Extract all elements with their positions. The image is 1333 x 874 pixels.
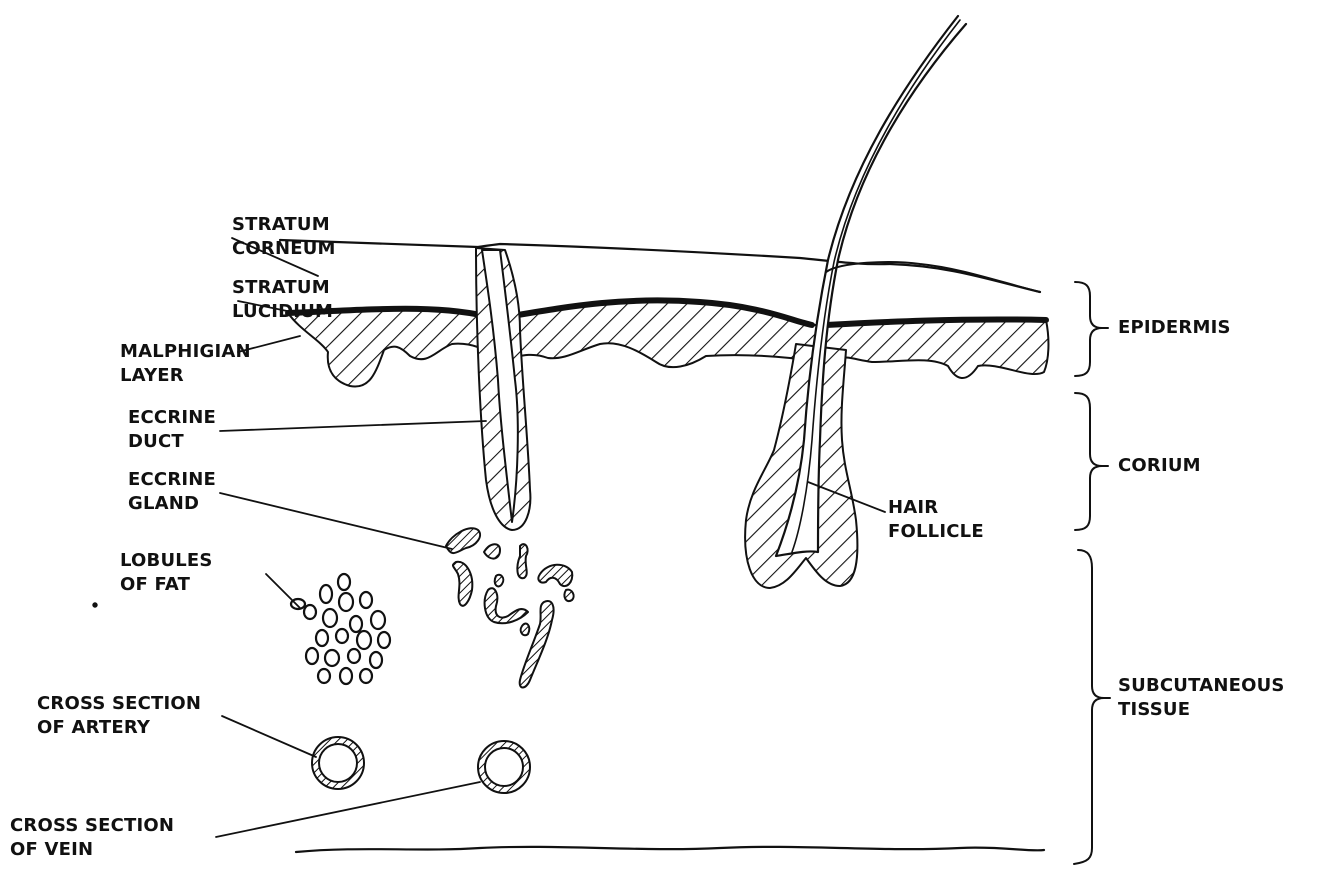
label-corium: CORIUM: [1118, 454, 1201, 478]
label-epidermis: EPIDERMIS: [1118, 316, 1231, 340]
corneum-hair-bump: [826, 262, 1040, 292]
subcutaneous-bottom-boundary: [296, 847, 1044, 852]
fat-lobules: [291, 574, 390, 684]
artery-cross-section: [312, 737, 364, 789]
vein-cross-section: [478, 741, 530, 793]
right-braces: [1074, 282, 1110, 864]
eccrine-gland-coils: [446, 528, 574, 687]
hair-shaft: [776, 16, 966, 556]
malphigian-layer: [288, 300, 1048, 386]
stray-mark: [93, 603, 96, 606]
stratum-corneum-surface: [280, 240, 1040, 292]
